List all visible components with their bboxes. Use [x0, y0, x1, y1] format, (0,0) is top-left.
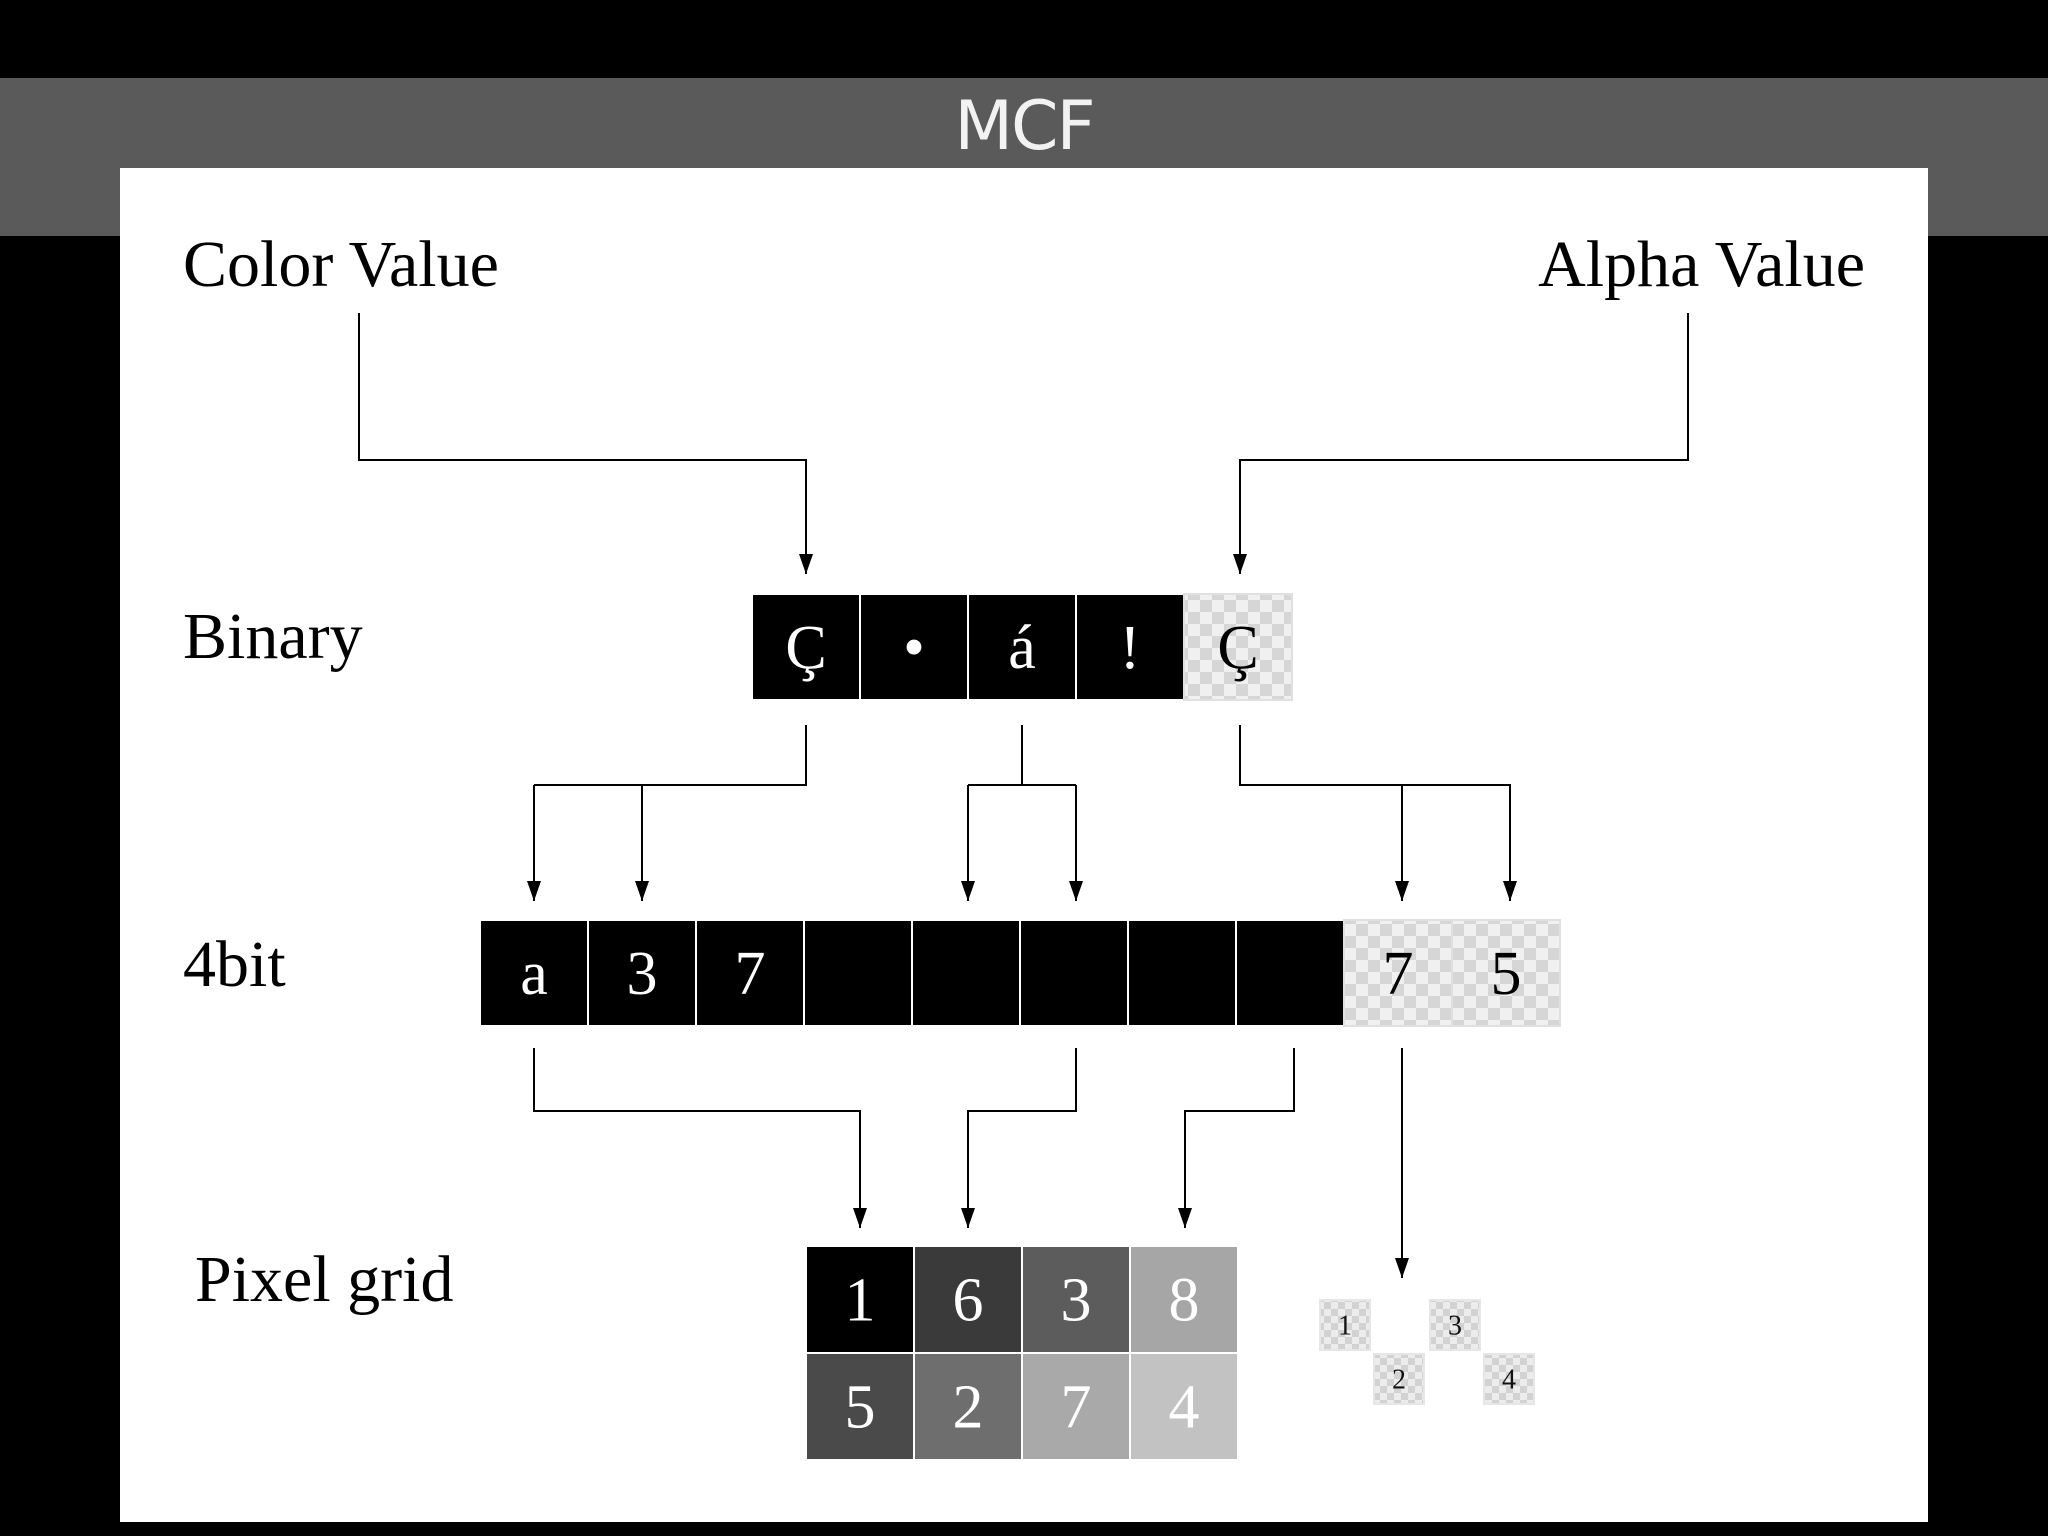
pixel-grid-cell-text: 1	[845, 1267, 876, 1335]
fourbit-cell	[1127, 919, 1237, 1027]
binary-label: Binary	[183, 600, 363, 673]
pixel-grid-cell: 4	[1129, 1352, 1239, 1461]
binary-cell-text: Ç	[1217, 614, 1258, 682]
fourbit-cell	[1019, 919, 1129, 1027]
fourbit-cell: 3	[587, 919, 697, 1027]
alpha-grid-cell-text: 1	[1338, 1311, 1352, 1342]
pixel-grid-cell-text: 5	[845, 1374, 876, 1442]
arrow-color-to-binary	[358, 313, 813, 574]
arrow-4bit-to-grid-6	[961, 1048, 1077, 1228]
binary-cell-text: •	[903, 614, 925, 682]
pixel-grid-label: Pixel grid	[195, 1243, 454, 1316]
window-title: MCF	[954, 87, 1095, 166]
fourbit-cell-text: a	[520, 940, 548, 1008]
binary-cell: á	[967, 593, 1077, 701]
fourbit-cell-text: 7	[735, 940, 766, 1008]
arrow-4bit-to-grid-8	[1178, 1048, 1295, 1228]
arrow-to-4bit-alpha-5	[1402, 784, 1517, 901]
pixel-grid-cell: 1	[805, 1245, 915, 1354]
fourbit-cell-text: 3	[627, 940, 658, 1008]
four-bit-label: 4bit	[183, 928, 286, 1001]
connector-binary-c	[534, 725, 807, 786]
pixel-grid-cell-text: 6	[953, 1267, 984, 1335]
pixel-grid-cell-text: 8	[1169, 1267, 1200, 1335]
pixel-grid-cell: 8	[1129, 1245, 1239, 1354]
alpha-grid-cell: 2	[1373, 1353, 1425, 1405]
diagram-canvas: Color Value Alpha Value Binary 4bit Pixe…	[120, 168, 1928, 1522]
fourbit-cell: 5	[1451, 919, 1561, 1027]
color-value-label: Color Value	[183, 228, 499, 301]
fourbit-cell-text: 7	[1383, 940, 1414, 1008]
fourbit-cell: 7	[1343, 919, 1453, 1027]
pixel-grid-cell-text: 2	[953, 1374, 984, 1442]
alpha-grid-cell-text: 3	[1448, 1311, 1462, 1342]
binary-cell-text: !	[1120, 614, 1141, 682]
pixel-grid-cell-text: 7	[1061, 1374, 1092, 1442]
binary-cell: •	[859, 593, 969, 701]
fourbit-cell	[1235, 919, 1345, 1027]
alpha-grid-cell-text: 2	[1392, 1365, 1406, 1396]
binary-cell-text: Ç	[785, 614, 826, 682]
binary-cell: Ç	[751, 593, 861, 701]
fourbit-row: a 3 7 7 5	[479, 919, 1561, 1027]
fourbit-cell: 7	[695, 919, 805, 1027]
connector-binary-alpha	[1239, 725, 1456, 786]
pixel-grid-cell: 7	[1021, 1352, 1131, 1461]
binary-row: Ç • á! Ç	[751, 593, 1293, 701]
binary-cell-text: á	[1008, 614, 1036, 682]
connector-arrows	[358, 313, 1689, 1278]
pixel-grid-cell: 5	[805, 1352, 915, 1461]
fourbit-cell: a	[479, 919, 589, 1027]
pixel-grid-cell: 2	[913, 1352, 1023, 1461]
fourbit-cell-text: 5	[1491, 940, 1522, 1008]
fourbit-cell	[911, 919, 1021, 1027]
pixel-grid-cell-text: 3	[1061, 1267, 1092, 1335]
arrow-4bit-to-grid-1	[533, 1048, 867, 1228]
arrow-alpha-to-binary	[1233, 313, 1689, 574]
binary-cell: Ç	[1183, 593, 1293, 701]
alpha-pixel-grid: 1 3 2 4	[1319, 1299, 1535, 1405]
pixel-grid-cell: 6	[913, 1245, 1023, 1354]
alpha-grid-cell: 4	[1483, 1353, 1535, 1405]
binary-cell: !	[1075, 593, 1185, 701]
pixel-grid-cell-text: 4	[1169, 1374, 1200, 1442]
alpha-value-label: Alpha Value	[1538, 228, 1865, 301]
mcf-diagram: Color Value Alpha Value Binary 4bit Pixe…	[183, 228, 1865, 1461]
pixel-grid-cell: 3	[1021, 1245, 1131, 1354]
pixel-grid: 1 6 3 8 5 2 7 4	[805, 1245, 1239, 1461]
alpha-grid-cell: 1	[1319, 1299, 1371, 1351]
alpha-grid-cell-text: 4	[1502, 1365, 1516, 1396]
fourbit-cell	[803, 919, 913, 1027]
alpha-grid-cell: 3	[1429, 1299, 1481, 1351]
